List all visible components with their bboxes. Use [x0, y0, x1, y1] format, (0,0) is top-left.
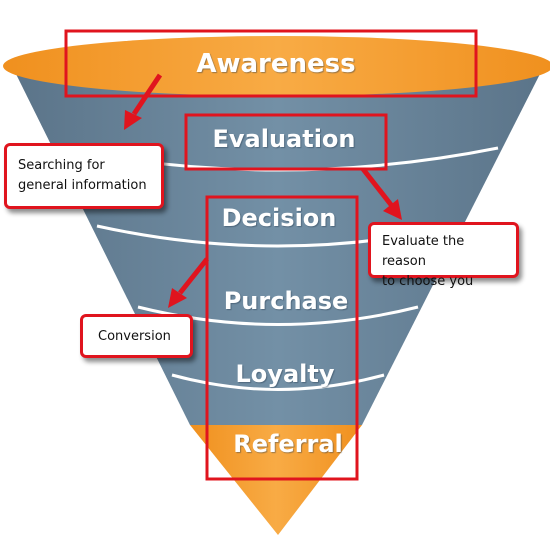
stage-purchase-label: Purchase — [223, 287, 349, 315]
callout-evaluate: Evaluate the reason to choose you — [368, 222, 519, 289]
callout-searching: Searching for general information — [4, 143, 164, 209]
stage-evaluation-label: Evaluation — [212, 125, 356, 153]
arrow-decision-to-conversion — [168, 257, 209, 308]
arrow-awareness-to-searching — [124, 73, 163, 130]
funnel-awareness-rim — [3, 36, 550, 96]
awareness-highlight-frame — [64, 29, 478, 98]
callout-evaluate-line1: Evaluate the reason — [382, 234, 465, 269]
callout-evaluate-line2: to choose you — [382, 274, 474, 289]
stage-loyalty-label: Loyalty — [235, 360, 335, 388]
callout-conversion-line1: Conversion — [98, 329, 171, 344]
stage-awareness-label: Awareness — [196, 49, 356, 79]
callout-searching-line1: Searching for — [18, 158, 105, 173]
arrow-evaluation-to-reason — [361, 167, 402, 220]
evaluation-highlight-frame — [184, 113, 388, 171]
callout-conversion: Conversion — [80, 314, 193, 358]
stage-referral-label: Referral — [233, 430, 343, 458]
callout-searching-line2: general information — [18, 178, 147, 193]
lower-stages-highlight-frame — [205, 195, 359, 481]
stage-decision-label: Decision — [221, 204, 337, 232]
